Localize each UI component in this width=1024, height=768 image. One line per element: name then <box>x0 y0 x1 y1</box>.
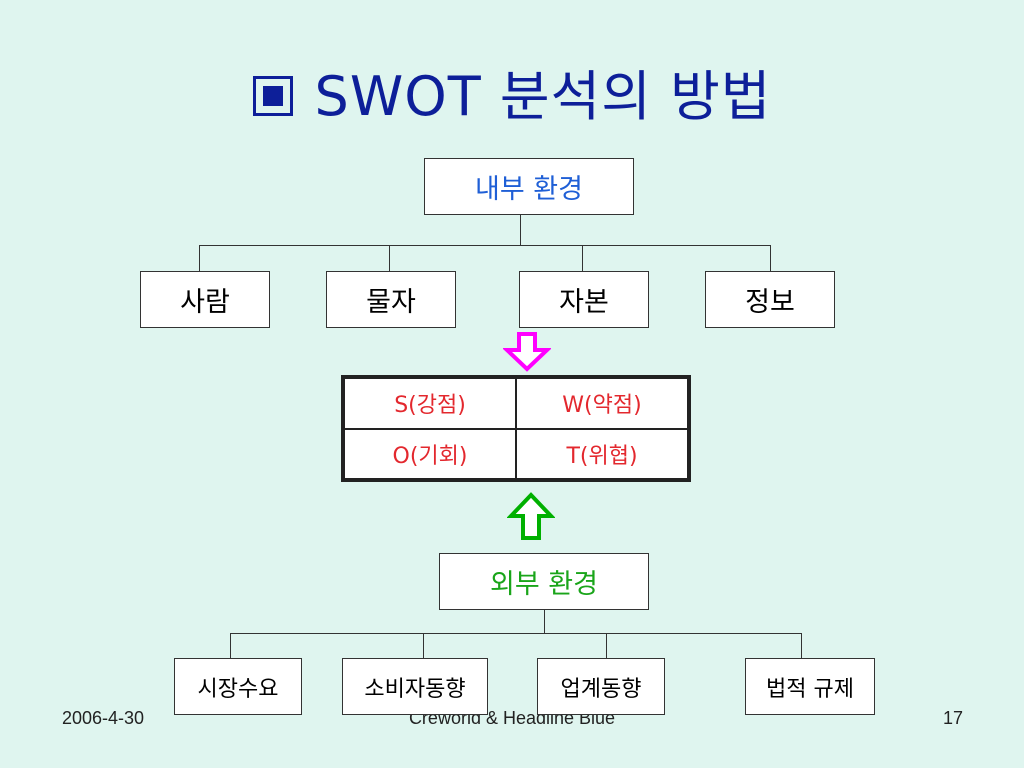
connector-line <box>230 633 231 659</box>
up-arrow-icon <box>507 492 555 540</box>
external-item-label: 업계동향 <box>560 676 642 702</box>
external-item-label: 시장수요 <box>197 676 279 702</box>
swot-strength-label: S(강점) <box>394 393 466 419</box>
connector-line <box>801 633 802 659</box>
external-item-label: 소비자동향 <box>364 676 466 702</box>
internal-item-box: 물자 <box>326 271 456 328</box>
internal-item-box: 자본 <box>519 271 649 328</box>
connector-line <box>230 633 802 634</box>
connector-line <box>544 610 545 634</box>
connector-line <box>606 633 607 659</box>
square-bullet-icon <box>252 76 293 117</box>
external-item-box: 소비자동향 <box>342 658 488 715</box>
internal-item-box: 정보 <box>705 271 835 328</box>
swot-threat-cell: T(위협) <box>516 428 688 479</box>
connector-line <box>199 245 200 272</box>
external-item-box: 법적 규제 <box>745 658 875 715</box>
internal-item-label: 정보 <box>745 287 795 318</box>
connector-line <box>770 245 771 272</box>
internal-environment-label: 내부 환경 <box>475 174 583 205</box>
swot-matrix: S(강점) W(약점) O(기회) T(위협) <box>341 375 691 482</box>
swot-opportunity-label: O(기회) <box>392 443 468 469</box>
external-item-box: 시장수요 <box>174 658 302 715</box>
footer-date: 2006-4-30 <box>62 708 145 728</box>
external-item-box: 업계동향 <box>537 658 665 715</box>
swot-weakness-cell: W(약점) <box>516 378 688 429</box>
down-arrow-icon <box>503 332 551 372</box>
page-title: SWOT 분석의 방법 <box>0 52 1024 131</box>
connector-line <box>520 215 521 246</box>
connector-line <box>582 245 583 272</box>
internal-item-label: 사람 <box>180 287 230 318</box>
footer-page-number: 17 <box>943 708 964 728</box>
title-text: SWOT 분석의 방법 <box>314 65 772 128</box>
swot-threat-label: T(위협) <box>566 443 638 469</box>
external-item-label: 법적 규제 <box>766 676 854 702</box>
connector-line <box>423 633 424 659</box>
connector-line <box>389 245 390 272</box>
connector-line <box>199 245 771 246</box>
external-environment-box: 외부 환경 <box>439 553 649 610</box>
internal-item-box: 사람 <box>140 271 270 328</box>
swot-strength-cell: S(강점) <box>344 378 516 429</box>
external-environment-label: 외부 환경 <box>490 569 598 600</box>
swot-weakness-label: W(약점) <box>562 393 642 419</box>
internal-item-label: 물자 <box>366 287 416 318</box>
internal-item-label: 자본 <box>559 287 609 318</box>
swot-opportunity-cell: O(기회) <box>344 428 516 479</box>
internal-environment-box: 내부 환경 <box>424 158 634 215</box>
